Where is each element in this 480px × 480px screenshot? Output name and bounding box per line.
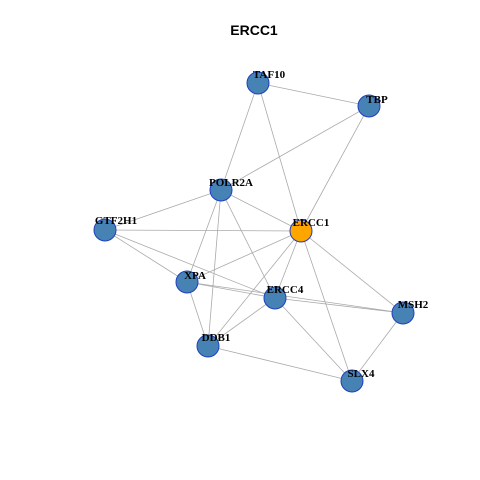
node-label-ddb1: DDB1 <box>202 332 231 344</box>
node-label-tbp: TBP <box>366 94 388 106</box>
node-label-polr2a: POLR2A <box>209 177 253 189</box>
node-label-taf10: TAF10 <box>253 69 286 81</box>
node-label-ercc4: ERCC4 <box>267 284 304 296</box>
edge-ercc4-ddb1 <box>207 297 276 347</box>
edge-ercc1-msh2 <box>300 230 404 314</box>
edge-gtf2h1-ercc1 <box>104 229 302 232</box>
edge-ercc4-msh2 <box>274 297 404 314</box>
edge-layer <box>104 82 404 382</box>
edge-xpa-ercc4 <box>186 281 276 299</box>
node-ddb1[interactable] <box>196 334 220 358</box>
edge-ddb1-slx4 <box>207 345 353 382</box>
edge-ercc1-ercc4 <box>274 230 302 299</box>
node-label-ercc1: ERCC1 <box>293 217 330 229</box>
edge-taf10-polr2a <box>220 82 259 191</box>
node-taf10[interactable] <box>246 71 270 95</box>
diagram-title: ERCC1 <box>230 22 278 38</box>
edge-xpa-msh2 <box>186 281 404 314</box>
edge-tbp-ercc1 <box>300 105 370 232</box>
edge-taf10-tbp <box>257 82 370 107</box>
edge-msh2-slx4 <box>351 312 404 382</box>
node-gtf2h1[interactable] <box>93 218 117 242</box>
edge-ercc1-xpa <box>186 230 302 283</box>
node-label-gtf2h1: GTF2H1 <box>95 215 137 227</box>
node-xpa[interactable] <box>175 270 199 294</box>
node-tbp[interactable] <box>357 94 381 118</box>
node-label-xpa: XPA <box>184 270 206 282</box>
node-msh2[interactable] <box>391 301 415 325</box>
edge-tbp-polr2a <box>220 105 370 191</box>
edge-gtf2h1-ercc4 <box>104 229 276 299</box>
node-ercc4[interactable] <box>263 286 287 310</box>
node-ercc1[interactable] <box>289 219 313 243</box>
edge-polr2a-ercc4 <box>220 189 276 299</box>
edge-ercc1-slx4 <box>300 230 353 382</box>
edge-gtf2h1-xpa <box>104 229 188 283</box>
edge-polr2a-ercc1 <box>220 189 302 232</box>
node-label-slx4: SLX4 <box>348 368 375 380</box>
edge-polr2a-ddb1 <box>207 189 222 347</box>
node-label-msh2: MSH2 <box>398 299 429 311</box>
node-slx4[interactable] <box>340 369 364 393</box>
edge-ercc4-slx4 <box>274 297 353 382</box>
node-layer <box>93 71 415 393</box>
edge-polr2a-gtf2h1 <box>104 189 222 231</box>
edge-polr2a-xpa <box>186 189 222 283</box>
node-polr2a[interactable] <box>209 178 233 202</box>
edge-ercc1-ddb1 <box>207 230 302 347</box>
